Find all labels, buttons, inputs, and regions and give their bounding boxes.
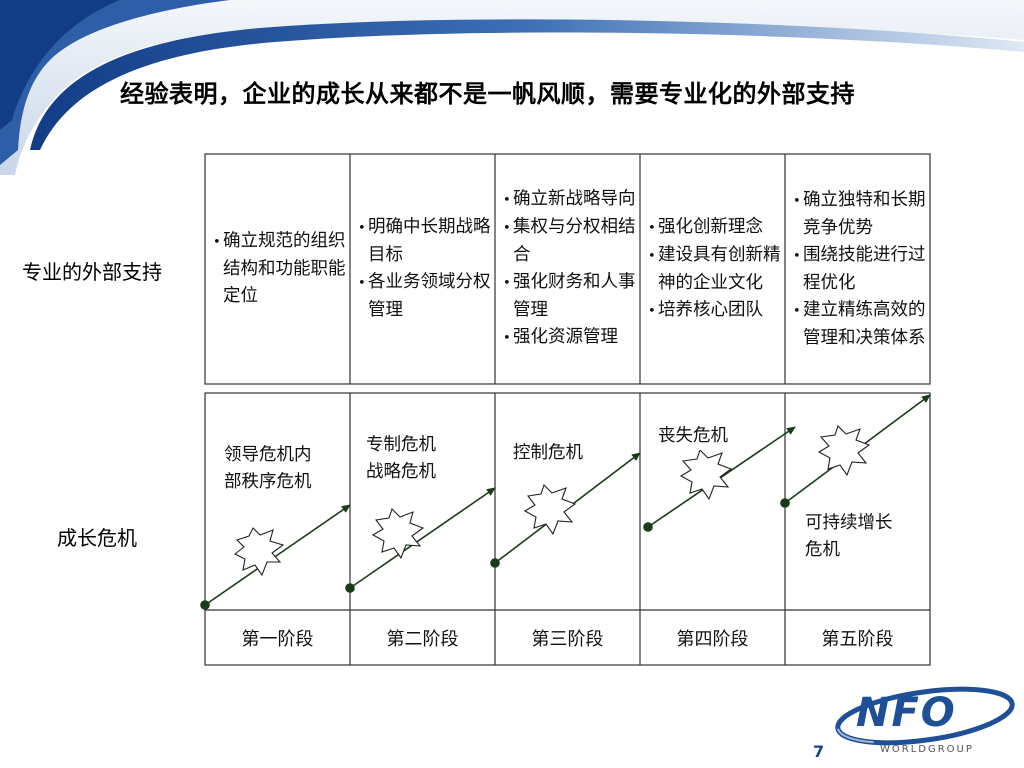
crisis-line: 危机	[805, 540, 840, 560]
support-cell-stage-3: 确立新战略导向 集权与分权相结合 强化财务和人事管理 强化资源管理	[495, 154, 640, 384]
crisis-line: 领导危机内	[224, 445, 312, 465]
support-item: 确立独特和长期竞争优势	[793, 187, 926, 242]
stage-label-3: 第三阶段	[531, 628, 604, 650]
growth-start-dot	[345, 583, 355, 593]
support-item: 确立规范的组织结构和功能职能定位	[213, 228, 346, 310]
support-item: 建设具有创新精神的企业文化	[648, 242, 781, 297]
logo-main: NFO	[856, 690, 957, 736]
page-title: 经验表明，企业的成长从来都不是一帆风顺，需要专业化的外部支持	[120, 80, 855, 108]
crisis-label-stage-3: 控制危机	[513, 440, 583, 467]
support-item: 培养核心团队	[648, 297, 781, 325]
crisis-label-stage-4: 丧失危机	[658, 423, 728, 450]
support-cell-stage-4: 强化创新理念 建设具有创新精神的企业文化 培养核心团队	[640, 154, 785, 384]
crisis-label-stage-1: 领导危机内 部秩序危机	[224, 442, 312, 496]
crisis-burst-stage-2	[371, 507, 425, 560]
support-cell-stage-5: 确立独特和长期竞争优势 围绕技能进行过程优化 建立精练高效的管理和决策体系	[785, 154, 930, 384]
row-label-crisis: 成长危机	[57, 526, 137, 550]
support-item: 集权与分权相结合	[503, 214, 636, 269]
stage-label-5: 第五阶段	[821, 628, 894, 650]
support-item: 强化资源管理	[503, 324, 636, 352]
growth-start-dot	[780, 498, 790, 508]
support-cell-stage-1: 确立规范的组织结构和功能职能定位	[205, 154, 350, 384]
growth-start-dot	[490, 558, 500, 568]
growth-arrow-stage-4	[647, 426, 796, 528]
support-item: 强化财务和人事管理	[503, 269, 636, 324]
growth-arrow-stage-2	[349, 487, 496, 589]
page-number: 7	[813, 742, 825, 761]
growth-start-dot	[200, 600, 210, 610]
support-item: 建立精练高效的管理和决策体系	[793, 297, 926, 352]
support-item: 明确中长期战略目标	[358, 214, 491, 269]
crisis-line: 专制危机	[366, 435, 436, 455]
growth-arrow-stage-1	[204, 504, 351, 606]
support-item: 确立新战略导向	[503, 186, 636, 214]
support-item: 各业务领域分权管理	[358, 269, 491, 324]
nfo-logo-icon	[835, 686, 1015, 746]
logo-sub: WORLDGROUP	[880, 744, 974, 755]
crisis-burst-stage-1	[233, 527, 285, 577]
crisis-burst-stage-3	[523, 483, 577, 536]
crisis-label-stage-2: 专制危机 战略危机	[366, 432, 436, 486]
crisis-burst-stage-4	[679, 448, 733, 501]
crisis-line: 部秩序危机	[224, 472, 312, 492]
crisis-line: 控制危机	[513, 443, 583, 463]
crisis-label-stage-5: 可持续增长 危机	[805, 510, 893, 564]
crisis-burst-stage-5	[817, 424, 871, 477]
crisis-line: 丧失危机	[658, 426, 728, 446]
support-item: 围绕技能进行过程优化	[793, 242, 926, 297]
growth-start-dot	[643, 522, 653, 532]
stage-label-1: 第一阶段	[241, 628, 314, 650]
stage-label-2: 第二阶段	[386, 628, 459, 650]
support-cell-stage-2: 明确中长期战略目标 各业务领域分权管理	[350, 154, 495, 384]
crisis-line: 战略危机	[366, 462, 436, 482]
row-label-support: 专业的外部支持	[22, 260, 162, 284]
crisis-line: 可持续增长	[805, 513, 893, 533]
stage-label-4: 第四阶段	[676, 628, 749, 650]
support-item: 强化创新理念	[648, 214, 781, 242]
